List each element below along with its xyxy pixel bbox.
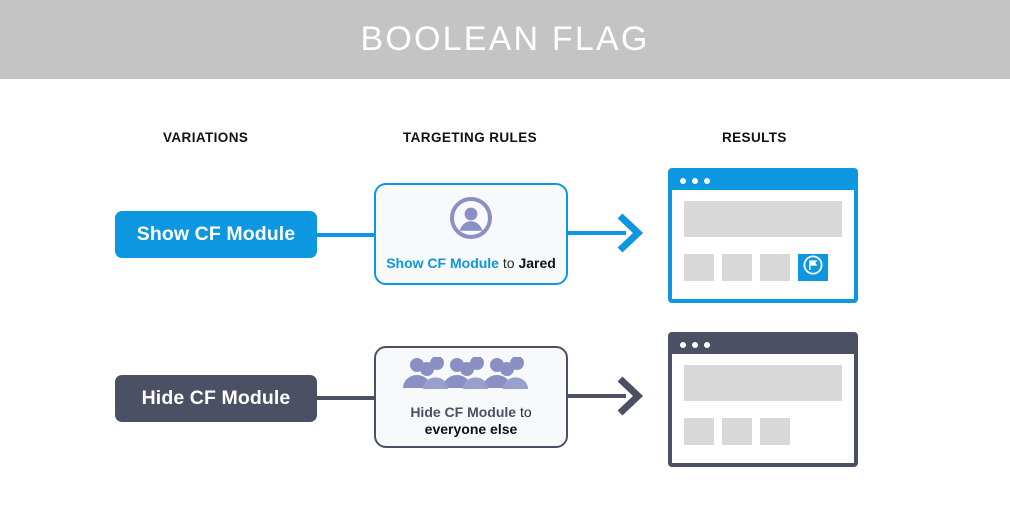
rule-flag-label: Show CF Module — [386, 255, 499, 271]
flow-arrow-row-1 — [568, 210, 646, 261]
single-person-icon — [449, 196, 493, 245]
variation-pill-label: Hide CF Module — [141, 387, 291, 409]
connector-line-row-2 — [314, 396, 374, 400]
content-tile-row — [684, 254, 842, 281]
column-heading-targeting-rules: TARGETING RULES — [403, 130, 537, 145]
flow-arrow-row-2 — [568, 373, 646, 424]
cf-module-tile-highlighted — [798, 254, 828, 281]
content-tile — [722, 418, 752, 445]
rule-flag-label: Hide CF Module — [410, 403, 517, 420]
targeting-rule-card-show[interactable]: Show CF Module to Jared — [374, 183, 568, 285]
content-placeholder-block — [684, 201, 842, 237]
variation-pill-show-cf-module[interactable]: Show CF Module — [115, 211, 317, 258]
flag-bubble-icon — [802, 254, 824, 281]
window-dot-icon — [692, 342, 698, 348]
rule-connector-label: to — [498, 255, 519, 271]
content-tile — [722, 254, 752, 281]
content-tile — [760, 418, 790, 445]
column-heading-variations: VARIATIONS — [163, 130, 249, 145]
targeting-rule-card-hide[interactable]: Hide CF Module to everyone else — [374, 346, 568, 448]
variation-pill-label: Show CF Module — [136, 223, 296, 245]
browser-content — [672, 354, 854, 463]
rule-connector-label: to — [516, 403, 532, 420]
window-dot-icon — [692, 178, 698, 184]
result-browser-window-hide — [668, 332, 858, 467]
window-dot-icon — [704, 342, 710, 348]
connector-line-row-1 — [314, 233, 374, 237]
variation-pill-hide-cf-module[interactable]: Hide CF Module — [115, 375, 317, 422]
window-dot-icon — [680, 342, 686, 348]
column-heading-results: RESULTS — [722, 130, 787, 145]
rule-audience-label: everyone else — [424, 420, 518, 437]
content-tile — [684, 254, 714, 281]
result-browser-window-show — [668, 168, 858, 303]
browser-titlebar — [672, 172, 854, 190]
content-placeholder-block — [684, 365, 842, 401]
page-title: BOOLEAN FLAG — [360, 20, 650, 58]
content-tile — [684, 418, 714, 445]
browser-content — [672, 190, 854, 299]
browser-titlebar — [672, 336, 854, 354]
rule-audience-label: Jared — [518, 255, 556, 271]
window-dot-icon — [680, 178, 686, 184]
targeting-rule-text-hide: Hide CF Module to everyone else — [410, 404, 531, 438]
content-tile-row — [684, 418, 842, 445]
header-band: BOOLEAN FLAG — [0, 0, 1010, 79]
content-tile — [760, 254, 790, 281]
targeting-rule-text-show: Show CF Module to Jared — [386, 255, 556, 272]
crowd-people-icon — [403, 355, 539, 394]
window-dot-icon — [704, 178, 710, 184]
